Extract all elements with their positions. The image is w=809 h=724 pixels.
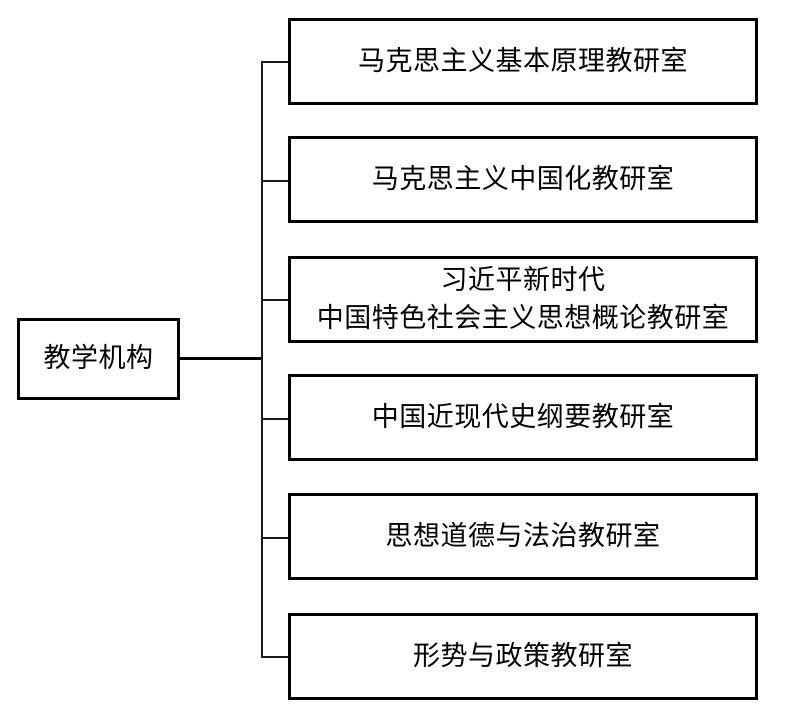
node-child-1-label: 马克思主义基本原理教研室 xyxy=(358,45,688,77)
connector-stub-2 xyxy=(261,180,289,182)
node-root-label: 教学机构 xyxy=(43,342,154,374)
node-child-6-label: 形势与政策教研室 xyxy=(413,640,633,672)
node-child-1[interactable]: 马克思主义基本原理教研室 xyxy=(288,18,758,105)
node-child-6[interactable]: 形势与政策教研室 xyxy=(288,613,758,700)
connector-root-link xyxy=(179,357,263,360)
connector-stub-5 xyxy=(261,537,289,539)
node-root-teaching-organization[interactable]: 教学机构 xyxy=(17,318,180,400)
connector-stub-6 xyxy=(261,656,289,658)
node-child-4-label: 中国近现代史纲要教研室 xyxy=(371,401,675,433)
connector-stub-3 xyxy=(261,299,289,301)
node-child-3-label-line2: 中国特色社会主义思想概论教研室 xyxy=(316,302,730,334)
node-child-5-label: 思想道德与法治教研室 xyxy=(385,520,661,552)
node-child-2[interactable]: 马克思主义中国化教研室 xyxy=(288,136,758,223)
connector-stub-4 xyxy=(261,418,289,420)
node-child-5[interactable]: 思想道德与法治教研室 xyxy=(288,493,758,580)
node-child-3-label-line1: 习近平新时代 xyxy=(440,264,606,296)
node-child-3[interactable]: 习近平新时代 中国特色社会主义思想概论教研室 xyxy=(288,256,758,343)
node-child-2-label: 马克思主义中国化教研室 xyxy=(371,163,675,195)
connector-trunk xyxy=(261,61,263,657)
node-child-4[interactable]: 中国近现代史纲要教研室 xyxy=(288,374,758,461)
connector-stub-1 xyxy=(261,61,289,63)
